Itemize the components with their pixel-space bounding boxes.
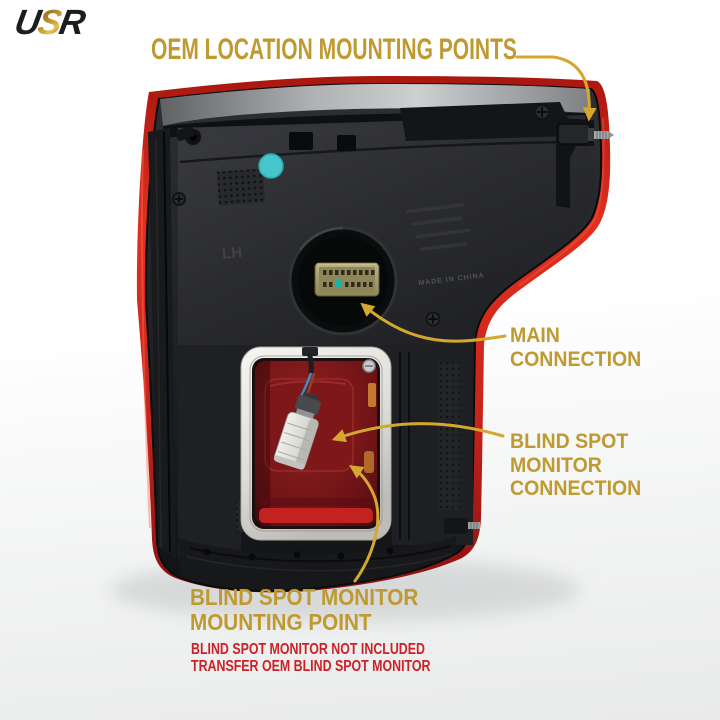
bottom-rib [189,545,451,563]
side-marking: LH [221,244,242,263]
lens-bright-strip [259,508,373,523]
left-rib [163,131,171,553]
right-column [392,345,473,545]
bottom-flange [178,536,457,590]
molded-lines [406,203,471,251]
bsm-connector-assembly [273,347,321,470]
bsm-connection-line-1: BLIND SPOT [510,430,629,453]
upper-panel [178,115,596,345]
bsm-connection-label: BLIND SPOT MONITOR CONNECTION [510,430,641,501]
connector-pins [323,270,375,287]
bsm-opening [240,346,392,541]
upper-dark-recess [400,102,576,141]
bsm-connection-arrow [331,422,505,443]
right-column-ribs [399,352,410,540]
texture-patch-1 [216,168,266,206]
bottom-rib-2 [185,553,453,572]
oem-mounting-label: OEM LOCATION MOUNTING POINTS [151,33,517,66]
bsm-mounting-line-1: BLIND SPOT MONITOR [190,584,419,610]
teal-dot-sticker [258,153,284,179]
lens-highlight-right [518,117,605,287]
trim-screw [362,359,376,373]
left-nub [175,125,195,142]
lens-highlight-left [140,149,151,529]
oem-arrow [515,55,597,122]
cutout-1 [289,132,313,150]
disclaimer-line-1: BLIND SPOT MONITOR NOT INCLUDED [191,641,425,658]
bottom-holes [203,547,394,561]
screw-left [172,192,186,206]
bsm-connection-line-2: MONITOR [510,453,602,477]
bsm-mounting-arrow [349,465,380,583]
main-connection-line-2: CONNECTION [510,347,642,371]
bsm-plug [273,392,321,470]
screw-top-right [534,104,550,120]
left-rib-2 [155,137,162,549]
top-chrome-band [160,84,590,126]
bsm-mounting-label: BLIND SPOT MONITOR MOUNTING POINT [190,585,418,634]
bsm-mounting-line-2: MOUNTING POINT [190,608,372,635]
panel-groove [179,140,587,164]
brand-logo: USR [12,3,87,43]
disclaimer-text: BLIND SPOT MONITOR NOT INCLUDED TRANSFER… [191,641,431,675]
disclaimer-line-2: TRANSFER OEM BLIND SPOT MONITOR [191,658,431,675]
amber-reflection-2 [364,451,374,473]
main-connection-arrow [360,302,507,343]
main-connection-line-1: MAIN [510,324,560,347]
main-connection-label: MAIN CONNECTION [510,324,641,371]
mounting-stud-bottom [444,518,480,534]
cutout-2 [337,135,356,151]
left-column [178,345,241,557]
texture-strip [438,362,460,510]
amber-reflection-1 [368,383,376,407]
mounting-stud-top [556,118,614,208]
screw-mid-right [425,311,441,327]
connector-teal-pin [336,280,342,288]
bsm-connection-line-3: CONNECTION [510,477,642,500]
